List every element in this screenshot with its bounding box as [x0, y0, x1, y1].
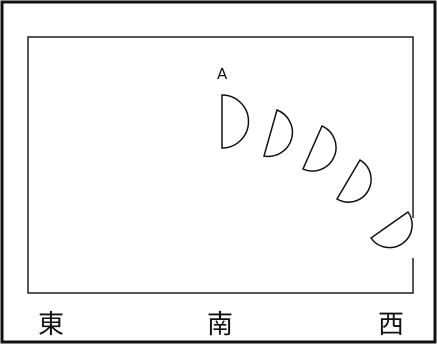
moon-group [221, 94, 413, 249]
moon-phase-1 [221, 94, 250, 149]
moon-phase-4 [335, 158, 372, 203]
moon-phase-5 [369, 210, 413, 249]
frame-gap [409, 218, 417, 258]
label-a: A [217, 65, 228, 83]
direction-west: 西 [378, 310, 404, 340]
direction-south: 南 [207, 310, 233, 340]
moon-phase-3 [302, 125, 337, 172]
direction-east: 東 [38, 310, 64, 340]
sky-frame [27, 36, 414, 294]
moon-phase-2 [263, 109, 294, 158]
